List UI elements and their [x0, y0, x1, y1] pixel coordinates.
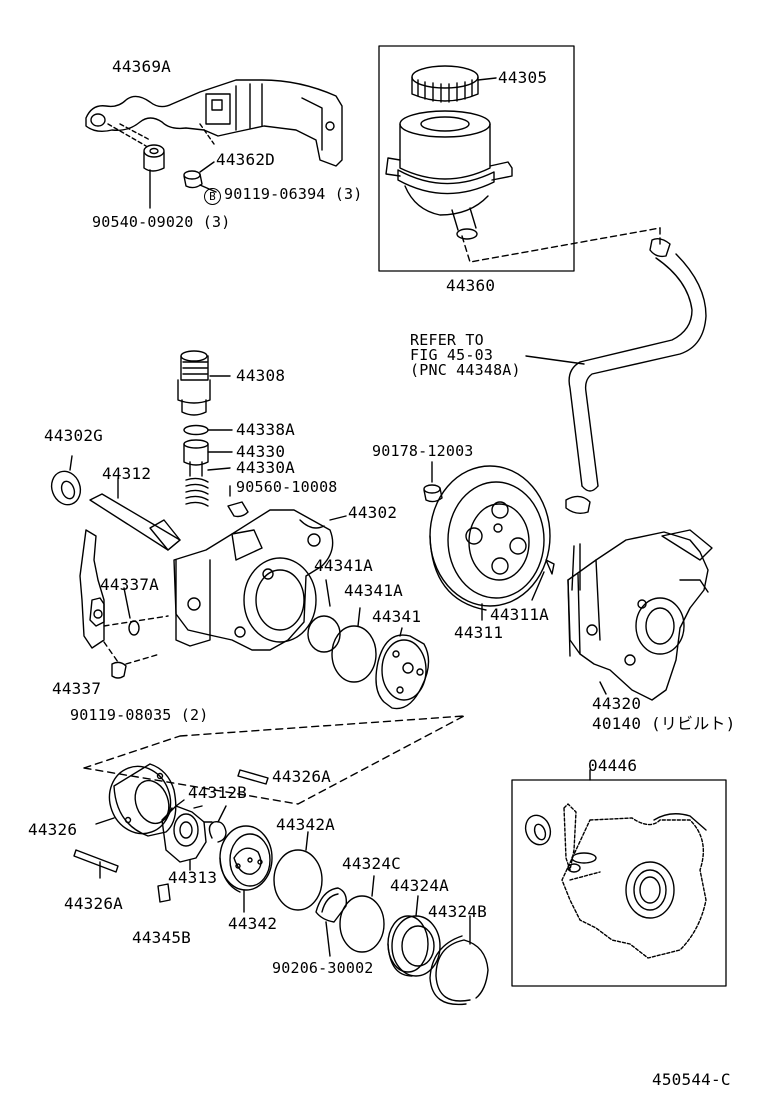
- label-90119-06394-text: 90119-06394 (3): [224, 185, 363, 203]
- oring-44342A: [273, 831, 323, 911]
- cover-44324A: [387, 895, 441, 977]
- valve-plug-44308: [177, 350, 231, 416]
- label-44313: 44313: [168, 868, 218, 887]
- return-hose: [461, 227, 707, 515]
- label-90560-10008: 90560-10008: [236, 478, 338, 496]
- plate-44342: [219, 825, 273, 913]
- refer-line-3: (PNC 44348A): [410, 361, 521, 379]
- label-44308: 44308: [236, 366, 286, 385]
- label-44311: 44311: [454, 623, 504, 642]
- oring-44338A: [183, 424, 233, 436]
- kit-box-04446: [511, 769, 727, 987]
- label-44305: 44305: [498, 68, 548, 87]
- rotor-44313: [161, 799, 213, 871]
- label-44360: 44360: [446, 276, 496, 295]
- label-44312B: 44312B: [188, 783, 247, 802]
- label-44345B: 44345B: [132, 928, 191, 947]
- label-44369A: 44369A: [112, 57, 171, 76]
- label-44302: 44302: [348, 503, 398, 522]
- pin-44326A-bottom: [73, 849, 119, 879]
- fitting-44337: [79, 529, 169, 679]
- label-44338A: 44338A: [236, 420, 295, 439]
- bushing-44362D: [183, 161, 215, 189]
- label-44330: 44330: [236, 442, 286, 461]
- reservoir-box: [378, 45, 575, 272]
- reservoir-tank-44360: [385, 110, 513, 240]
- assembly-envelope: [83, 715, 465, 805]
- label-90119-08035: 90119-08035 (2): [70, 706, 209, 724]
- label-44326A-top: 44326A: [272, 767, 331, 786]
- label-44302G: 44302G: [44, 426, 103, 445]
- refer-line-2: FIG 45-03: [410, 346, 494, 364]
- label-44312: 44312: [102, 464, 152, 483]
- pump-housing-44302: [173, 509, 347, 651]
- refer-line-1: REFER TO: [410, 331, 484, 349]
- oring-44341A-small: [307, 579, 341, 653]
- pump-assembly-44320: [567, 529, 713, 701]
- label-44326A-bottom: 44326A: [64, 894, 123, 913]
- label-44311A: 44311A: [490, 605, 549, 624]
- label-90178-12003: 90178-12003: [372, 442, 474, 460]
- label-44362D: 44362D: [216, 150, 275, 169]
- label-44330A: 44330A: [236, 458, 295, 477]
- label-44341A-2: 44341A: [344, 581, 403, 600]
- seal-44302G: [50, 455, 82, 506]
- snap-ring-44312B: [208, 805, 227, 843]
- spring-44330A: [185, 467, 231, 507]
- label-44341: 44341: [372, 607, 422, 626]
- label-44341A-1: 44341A: [314, 556, 373, 575]
- label-04446: 04446: [588, 756, 638, 775]
- bracket-44369A: [85, 79, 343, 167]
- ring-90206: [315, 887, 348, 957]
- reservoir-cap-44305: [411, 65, 497, 103]
- label-44324C: 44324C: [342, 854, 401, 873]
- label-90540-09020: 90540-09020 (3): [92, 213, 231, 231]
- label-44326: 44326: [28, 820, 78, 839]
- union-90560: [227, 485, 249, 518]
- shaft-44312: [89, 477, 181, 551]
- label-40140: 40140 (リビルト): [592, 714, 736, 733]
- pulley-44311: [429, 465, 551, 621]
- label-44324B: 44324B: [428, 902, 487, 921]
- vane-44345B: [157, 883, 171, 903]
- label-44337: 44337: [52, 679, 102, 698]
- label-44320: 44320: [592, 694, 642, 713]
- label-44342: 44342: [228, 914, 278, 933]
- valve-44330: [183, 439, 233, 477]
- oring-44341A-large: [331, 607, 377, 683]
- label-44342A: 44342A: [276, 815, 335, 834]
- label-90206-30002: 90206-30002: [272, 959, 374, 977]
- key-44311A: [531, 559, 555, 601]
- pin-44326A-top: [237, 769, 269, 785]
- cover-44341: [375, 627, 430, 710]
- label-44337A: 44337A: [100, 575, 159, 594]
- figure-code: 450544-C: [652, 1070, 731, 1089]
- snap-ring-44324B: [429, 915, 489, 1006]
- label-44324A: 44324A: [390, 876, 449, 895]
- b-marker: B: [204, 188, 221, 205]
- spacer-90540: [143, 144, 165, 209]
- oring-44324C: [339, 875, 385, 953]
- ring-44326: [95, 763, 177, 837]
- nut-90178: [423, 461, 443, 503]
